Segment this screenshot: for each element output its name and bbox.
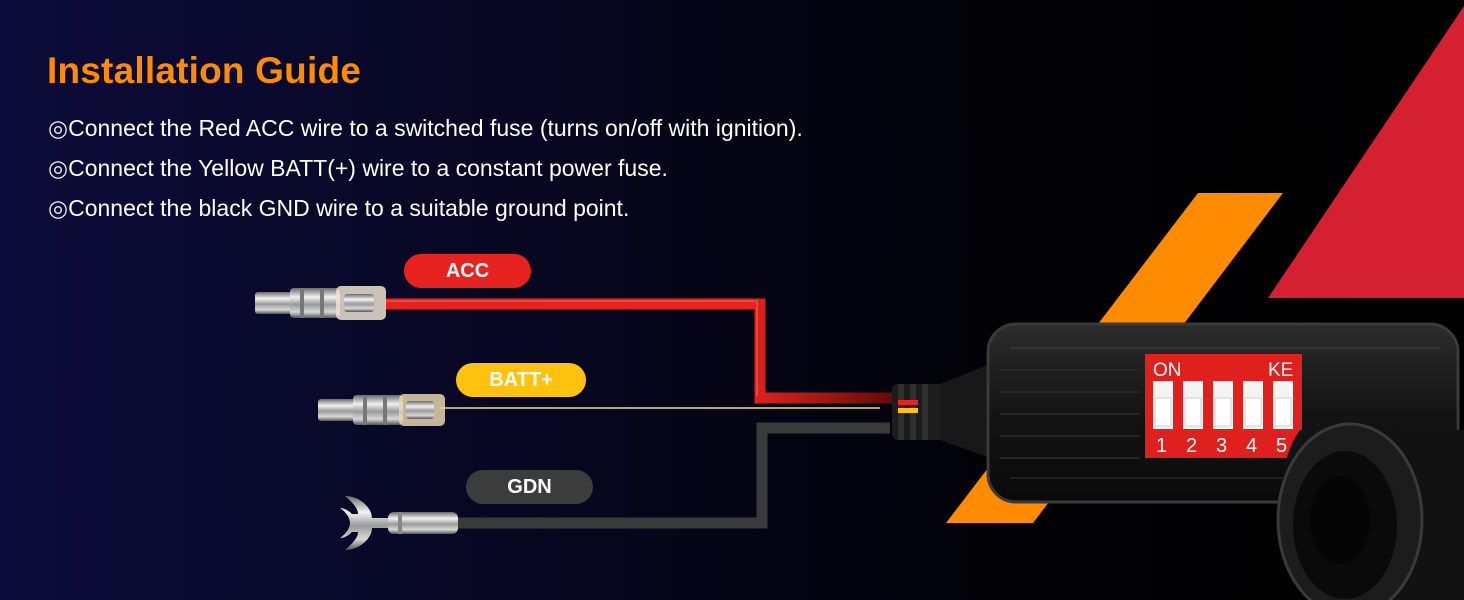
circle-bullet-icon: ◎ bbox=[48, 115, 69, 141]
dip-number: 2 bbox=[1186, 435, 1197, 457]
circle-bullet-icon: ◎ bbox=[48, 155, 69, 181]
dip-label-right: KE bbox=[1268, 360, 1293, 381]
cable-sleeve bbox=[892, 364, 990, 458]
dip-number: 4 bbox=[1246, 435, 1257, 457]
dip-number: 3 bbox=[1216, 435, 1227, 457]
dip-toggle-knob bbox=[1184, 397, 1202, 427]
dip-toggle-knob bbox=[1244, 397, 1262, 427]
acc-wire bbox=[385, 298, 900, 404]
acc-label: ACC bbox=[404, 254, 531, 288]
batt-connector bbox=[318, 394, 445, 426]
gnd-wire bbox=[455, 422, 890, 529]
circle-bullet-icon: ◎ bbox=[48, 195, 69, 221]
batt-wire bbox=[440, 405, 900, 417]
instruction-item: ◎Connect the Red ACC wire to a switched … bbox=[48, 108, 803, 148]
red-stripe bbox=[1268, 6, 1464, 298]
gnd-fork-terminal bbox=[340, 496, 458, 550]
acc-connector bbox=[255, 286, 386, 320]
dip-toggle-knob bbox=[1154, 397, 1172, 427]
dip-number: 1 bbox=[1156, 435, 1167, 457]
instruction-list: ◎Connect the Red ACC wire to a switched … bbox=[48, 108, 803, 228]
instruction-item: ◎Connect the Yellow BATT(+) wire to a co… bbox=[48, 148, 803, 188]
page-title: Installation Guide bbox=[47, 50, 362, 91]
instruction-text: Connect the Red ACC wire to a switched f… bbox=[68, 115, 803, 141]
instruction-item: ◎Connect the black GND wire to a suitabl… bbox=[48, 188, 803, 228]
dip-number: 5 bbox=[1276, 435, 1287, 457]
batt-label: BATT+ bbox=[456, 363, 586, 397]
instruction-text: Connect the Yellow BATT(+) wire to a con… bbox=[68, 155, 668, 181]
plug-housing bbox=[1276, 422, 1464, 600]
instruction-text: Connect the black GND wire to a suitable… bbox=[68, 195, 630, 221]
dip-toggle-knob bbox=[1214, 397, 1232, 427]
dip-label-on: ON bbox=[1153, 360, 1182, 381]
gnd-label: GDN bbox=[466, 470, 593, 504]
dip-toggle-knob bbox=[1274, 397, 1292, 427]
